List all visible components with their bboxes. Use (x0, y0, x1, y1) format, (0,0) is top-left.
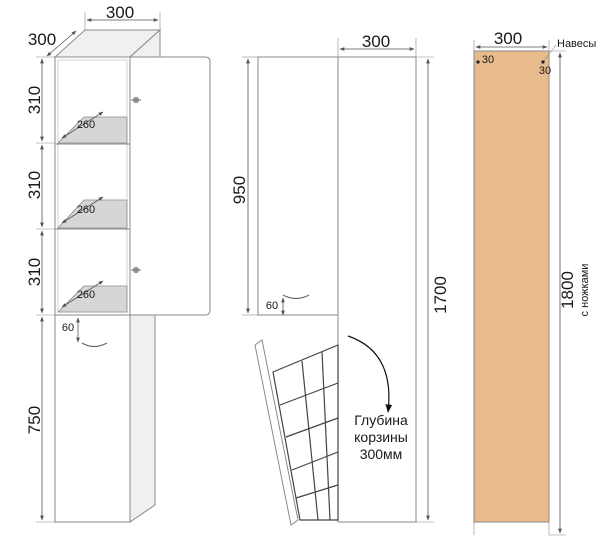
dim-section-1: 310 (25, 86, 44, 114)
dim-depth: 300 (28, 30, 56, 49)
door-hinge-upper (131, 96, 141, 104)
dim-section-3: 310 (25, 258, 44, 286)
basket-note-line-1: Глубина (354, 412, 408, 428)
dim-handle-gap: 60 (62, 322, 74, 334)
cabinet-lower-door (54, 314, 131, 523)
basket-note-line-2: корзины (354, 429, 408, 445)
dim-bottom-section: 750 (25, 406, 44, 434)
basket-tilt-arrow (347, 335, 393, 413)
basket-front-panel (254, 339, 299, 526)
hinge-point-right (541, 60, 545, 64)
hinge-point-left (476, 60, 480, 64)
hinge-offset-right: 30 (539, 65, 551, 77)
basket-note-line-3: 300мм (360, 446, 403, 462)
dim-back-height: 1800 (558, 271, 577, 309)
dim-upper-height: 950 (230, 176, 249, 204)
cabinet-lower-side (129, 314, 156, 523)
door-hinge-lower (131, 266, 141, 274)
lower-door-handle (81, 342, 108, 348)
view-back-panel: 300 Навесы 30 30 1800 с ножками (473, 29, 596, 536)
upper-door-open (129, 56, 211, 316)
side-main-panel (337, 56, 417, 523)
view-side-basket: 300 950 60 1700 Глубина корзины 300мм (230, 32, 450, 526)
cabinet-upper-body (54, 56, 131, 316)
hinge-offset-left: 30 (482, 54, 494, 66)
view-front-open: 300 300 310 310 310 750 260 260 260 60 (25, 3, 211, 523)
dim-shelf-depth-1: 260 (77, 119, 95, 131)
dim-back-width: 300 (494, 29, 522, 48)
side-handle (282, 294, 310, 300)
dim-shelf-depth-3: 260 (77, 289, 95, 301)
dim-back-height-note: с ножками (579, 264, 591, 317)
dim-section-2: 310 (25, 171, 44, 199)
dim-total-height: 1700 (431, 276, 450, 314)
dim-width: 300 (106, 3, 134, 22)
dim-shelf-depth-2: 260 (77, 204, 95, 216)
laundry-basket (254, 339, 339, 526)
dim-side-handle-gap: 60 (266, 300, 278, 312)
back-panel (473, 50, 550, 523)
side-upper-cabinet (257, 56, 339, 316)
dim-side-width: 300 (362, 32, 390, 51)
hinges-label: Навесы (557, 38, 596, 50)
